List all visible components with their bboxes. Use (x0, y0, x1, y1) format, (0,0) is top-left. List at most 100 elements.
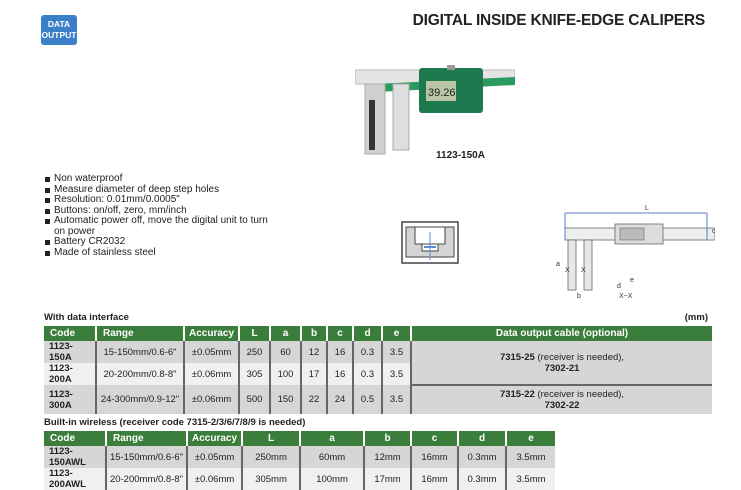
cell-b: 17 (301, 363, 329, 385)
feature-item: Resolution: 0.01mm/0.0005" (44, 194, 269, 206)
cell-e: 3.5 (382, 363, 413, 385)
table1-heading: With data interface (44, 312, 129, 323)
col-header: e (506, 431, 555, 446)
col-header: a (270, 326, 303, 341)
unit-label: (mm) (684, 312, 708, 323)
dim-label-x: X (565, 267, 570, 274)
cell-range: 20-200mm/0.8-8" (106, 468, 188, 490)
cell-a: 100 (270, 363, 303, 385)
cell-e: 3.5 (382, 341, 413, 363)
cable-note: (receiver is needed), (534, 351, 625, 363)
badge-line2: OUTPUT (41, 30, 77, 40)
col-header: Code (44, 431, 107, 446)
col-header: b (301, 326, 329, 341)
cell-d: 0.3mm (458, 468, 508, 490)
cell-range: 15-150mm/0.6-6" (96, 341, 185, 363)
dim-label-e: e (630, 277, 634, 284)
cell-accuracy: ±0.05mm (184, 341, 241, 363)
cell-c: 16mm (411, 446, 460, 468)
col-header: a (300, 431, 366, 446)
cell-b: 17mm (364, 468, 413, 490)
col-header: L (239, 326, 272, 341)
feature-item: Automatic power off, move the digital un… (44, 215, 269, 237)
col-header: Code (44, 326, 97, 341)
col-header: Range (96, 326, 185, 341)
cell-range: 15-150mm/0.6-6" (106, 446, 188, 468)
feature-item: Battery CR2032 (44, 236, 269, 248)
cell-e: 3.5 (382, 385, 413, 414)
cell-c: 24 (327, 385, 355, 414)
display-reading: 39.26 (428, 87, 456, 99)
dim-label-a: a (556, 261, 560, 268)
col-header: d (458, 431, 508, 446)
col-header: e (382, 326, 413, 341)
cell-L: 250 (239, 341, 272, 363)
col-header: L (242, 431, 302, 446)
feature-item: Measure diameter of deep step holes (44, 184, 269, 196)
table2-heading: Built-in wireless (receiver code 7315-2/… (44, 417, 306, 428)
table-header-row: Code Range Accuracy L a b c d e Data out… (44, 326, 712, 341)
wireless-table: Code Range Accuracy L a b c d e 1123-150… (44, 431, 555, 490)
cell-a: 60mm (300, 446, 366, 468)
cell-accuracy: ±0.06mm (187, 468, 244, 490)
cell-L: 305mm (242, 468, 302, 490)
cell-d: 0.5 (353, 385, 384, 414)
col-header: d (353, 326, 384, 341)
cable-code: 7315-25 (499, 351, 535, 363)
cross-section-icon (401, 221, 459, 264)
cell-c: 16mm (411, 468, 460, 490)
col-header: c (411, 431, 460, 446)
dim-label-section: X~X (619, 293, 633, 300)
dimension-diagram: L a c b X X d e X~X (556, 205, 715, 300)
data-interface-table: Code Range Accuracy L a b c d e Data out… (44, 326, 712, 414)
cell-code: 1123-150A (44, 341, 97, 363)
cell-b: 12mm (364, 446, 413, 468)
cell-code: 1123-200AWL (44, 468, 107, 490)
cell-e: 3.5mm (506, 468, 555, 490)
dim-label-L: L (645, 205, 649, 212)
cell-cable: 7315-25 (receiver is needed),7302-21 (411, 341, 712, 386)
photo-model-caption: 1123-150A (436, 150, 485, 161)
feature-item: Non waterproof (44, 173, 269, 185)
cell-accuracy: ±0.06mm (184, 363, 241, 385)
cell-b: 22 (301, 385, 329, 414)
cell-range: 24-300mm/0.9-12" (96, 385, 185, 414)
cell-code: 1123-150AWL (44, 446, 107, 468)
cell-c: 16 (327, 341, 355, 363)
col-header: b (364, 431, 413, 446)
col-header: c (327, 326, 355, 341)
cell-a: 100mm (300, 468, 366, 490)
cell-range: 20-200mm/0.8-8" (96, 363, 185, 385)
cell-cable: 7315-22 (receiver is needed),7302-22 (411, 385, 712, 414)
cell-a: 150 (270, 385, 303, 414)
table-header-row: Code Range Accuracy L a b c d e (44, 431, 555, 446)
cell-b: 12 (301, 341, 329, 363)
cell-d: 0.3 (353, 363, 384, 385)
col-header: Data output cable (optional) (411, 326, 712, 341)
dim-label-b: b (577, 293, 581, 300)
cable-code: 7315-22 (499, 389, 535, 400)
cell-a: 60 (270, 341, 303, 363)
cell-e: 3.5mm (506, 446, 555, 468)
feature-list: Non waterproof Measure diameter of deep … (44, 173, 269, 258)
dim-label-c: c (712, 228, 715, 235)
cable-note: (receiver is needed), (534, 389, 625, 400)
col-header: Range (106, 431, 188, 446)
col-header: Accuracy (187, 431, 244, 446)
cell-code: 1123-200A (44, 363, 97, 385)
cell-L: 305 (239, 363, 272, 385)
cell-d: 0.3 (353, 341, 384, 363)
page-title: DIGITAL INSIDE KNIFE-EDGE CALIPERS (412, 12, 706, 29)
cable-code2: 7302-21 (544, 362, 580, 374)
cell-L: 250mm (242, 446, 302, 468)
cell-L: 500 (239, 385, 272, 414)
dim-label-x: X (581, 267, 586, 274)
col-header: Accuracy (184, 326, 241, 341)
cable-code2: 7302-22 (544, 400, 580, 411)
feature-item: Buttons: on/off, zero, mm/inch (44, 205, 269, 217)
